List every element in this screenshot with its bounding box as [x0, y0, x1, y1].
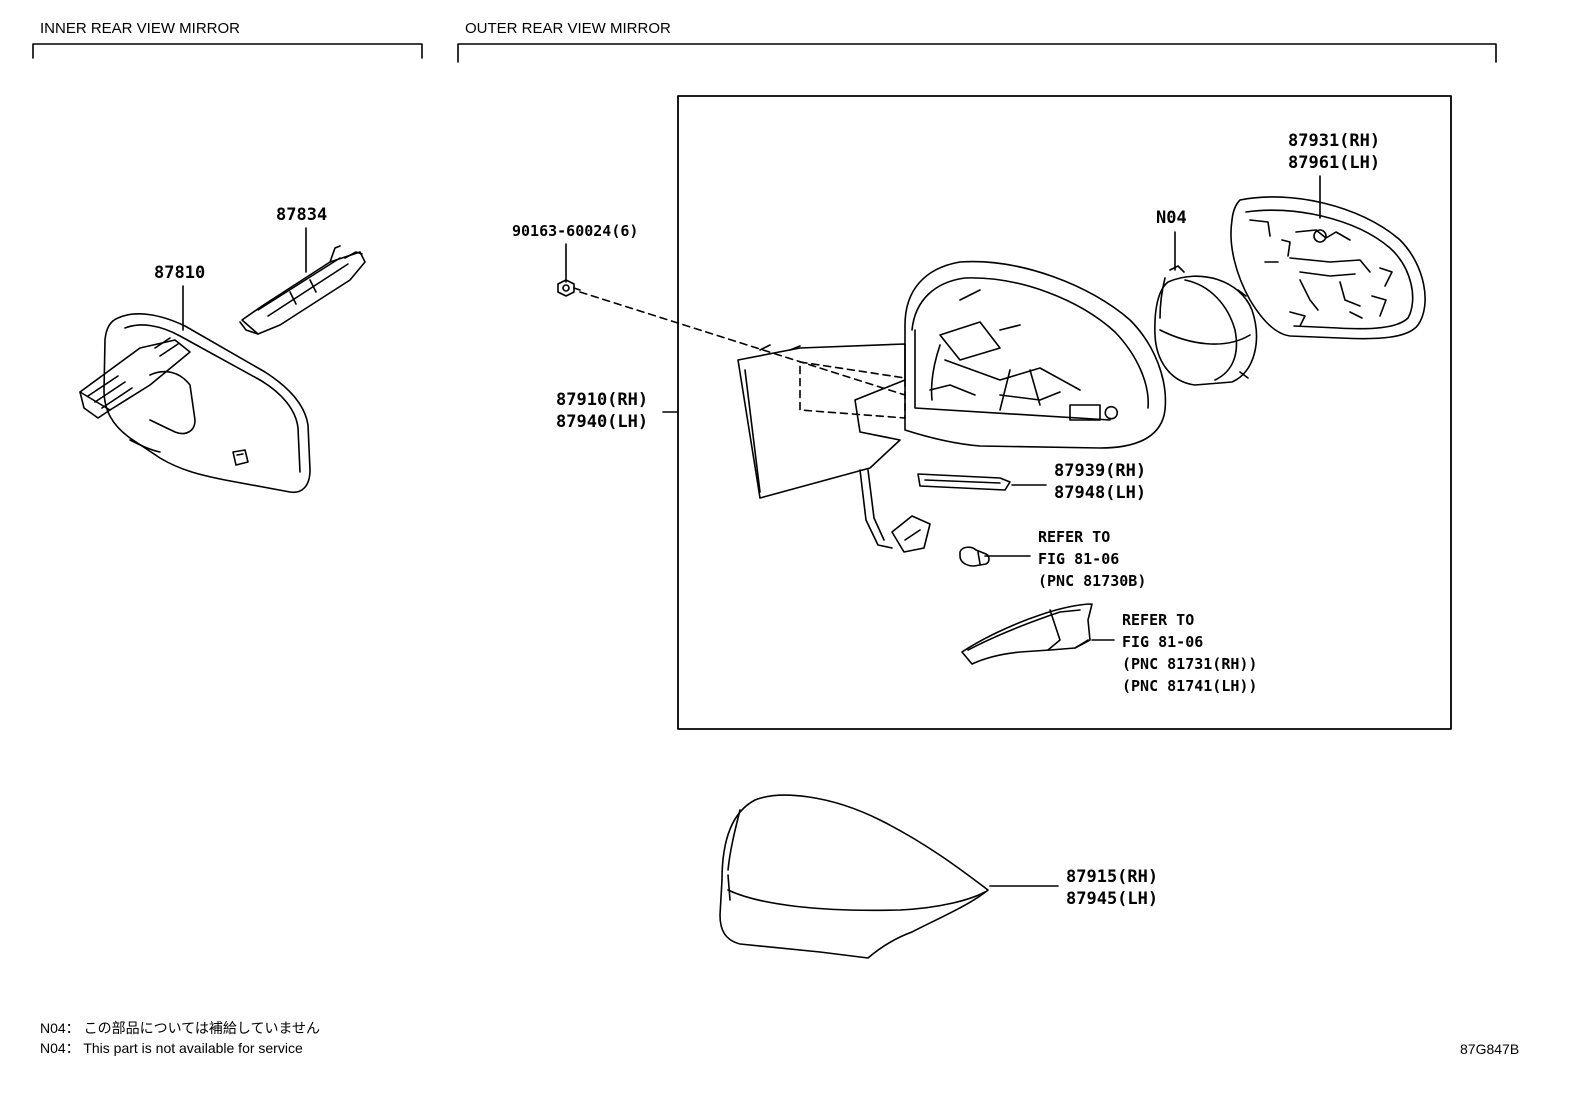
- outer-mirror-assembly-drawing: [737, 260, 1167, 553]
- actuator-N04-drawing: [1154, 265, 1258, 386]
- footnote-english: N04： This part is not available for serv…: [40, 1040, 303, 1056]
- turn-signal-lens-drawing: [961, 603, 1093, 665]
- screw-90163-drawing: [557, 279, 581, 297]
- light-guide-87939-drawing: [917, 473, 1011, 491]
- outer-mirror-frame: [677, 95, 1452, 730]
- illustration-id: 87G847B: [1460, 1041, 1520, 1057]
- ref1-line-3: (PNC 81730B): [1038, 572, 1147, 590]
- outer-section-title: OUTER REAR VIEW MIRROR: [465, 20, 671, 37]
- part-label-87910-rh[interactable]: 87910(RH): [556, 390, 649, 410]
- part-label-87940-lh[interactable]: 87940(LH): [556, 412, 649, 432]
- ref2-line-3: (PNC 81731(RH)): [1122, 655, 1258, 673]
- mirror-cover-87915-drawing: [719, 794, 989, 959]
- footnote-japanese: N04： この部品については補給していません: [40, 1020, 321, 1036]
- part-label-87948-lh[interactable]: 87948(LH): [1054, 483, 1147, 503]
- ref2-line-2[interactable]: FIG 81-06: [1122, 633, 1204, 651]
- ref1-line-2[interactable]: FIG 81-06: [1038, 550, 1120, 568]
- part-label-87945-lh[interactable]: 87945(LH): [1066, 889, 1159, 909]
- bracket-87834-drawing: [239, 245, 366, 335]
- part-label-87931-rh[interactable]: 87931(RH): [1288, 131, 1381, 151]
- ref1-line-1: REFER TO: [1038, 528, 1111, 546]
- ref2-line-4: (PNC 81741(LH)): [1122, 677, 1258, 695]
- bulb-drawing: [959, 546, 990, 567]
- part-label-87915-rh[interactable]: 87915(RH): [1066, 867, 1159, 887]
- part-label-90163-60024[interactable]: 90163-60024(6): [512, 222, 639, 240]
- part-label-87810[interactable]: 87810: [154, 263, 206, 283]
- part-label-N04[interactable]: N04: [1156, 208, 1187, 228]
- part-label-87834[interactable]: 87834: [276, 205, 328, 225]
- mirror-glass-87931-drawing: [1230, 196, 1426, 340]
- outer-section-bracket: [457, 43, 1497, 63]
- ref-block-bulb: REFER TO FIG 81-06 (PNC 81730B): [1038, 526, 1146, 592]
- inner-mirror-87810-drawing: [79, 313, 311, 494]
- part-label-87939-rh[interactable]: 87939(RH): [1054, 461, 1147, 481]
- screw-dashed-path: [579, 291, 906, 396]
- ref2-line-1: REFER TO: [1122, 611, 1195, 629]
- inner-section-bracket: [32, 43, 423, 59]
- ref-block-lens: REFER TO FIG 81-06 (PNC 81731(RH)) (PNC …: [1122, 609, 1257, 697]
- part-label-87961-lh[interactable]: 87961(LH): [1288, 153, 1381, 173]
- inner-section-title: INNER REAR VIEW MIRROR: [40, 20, 241, 37]
